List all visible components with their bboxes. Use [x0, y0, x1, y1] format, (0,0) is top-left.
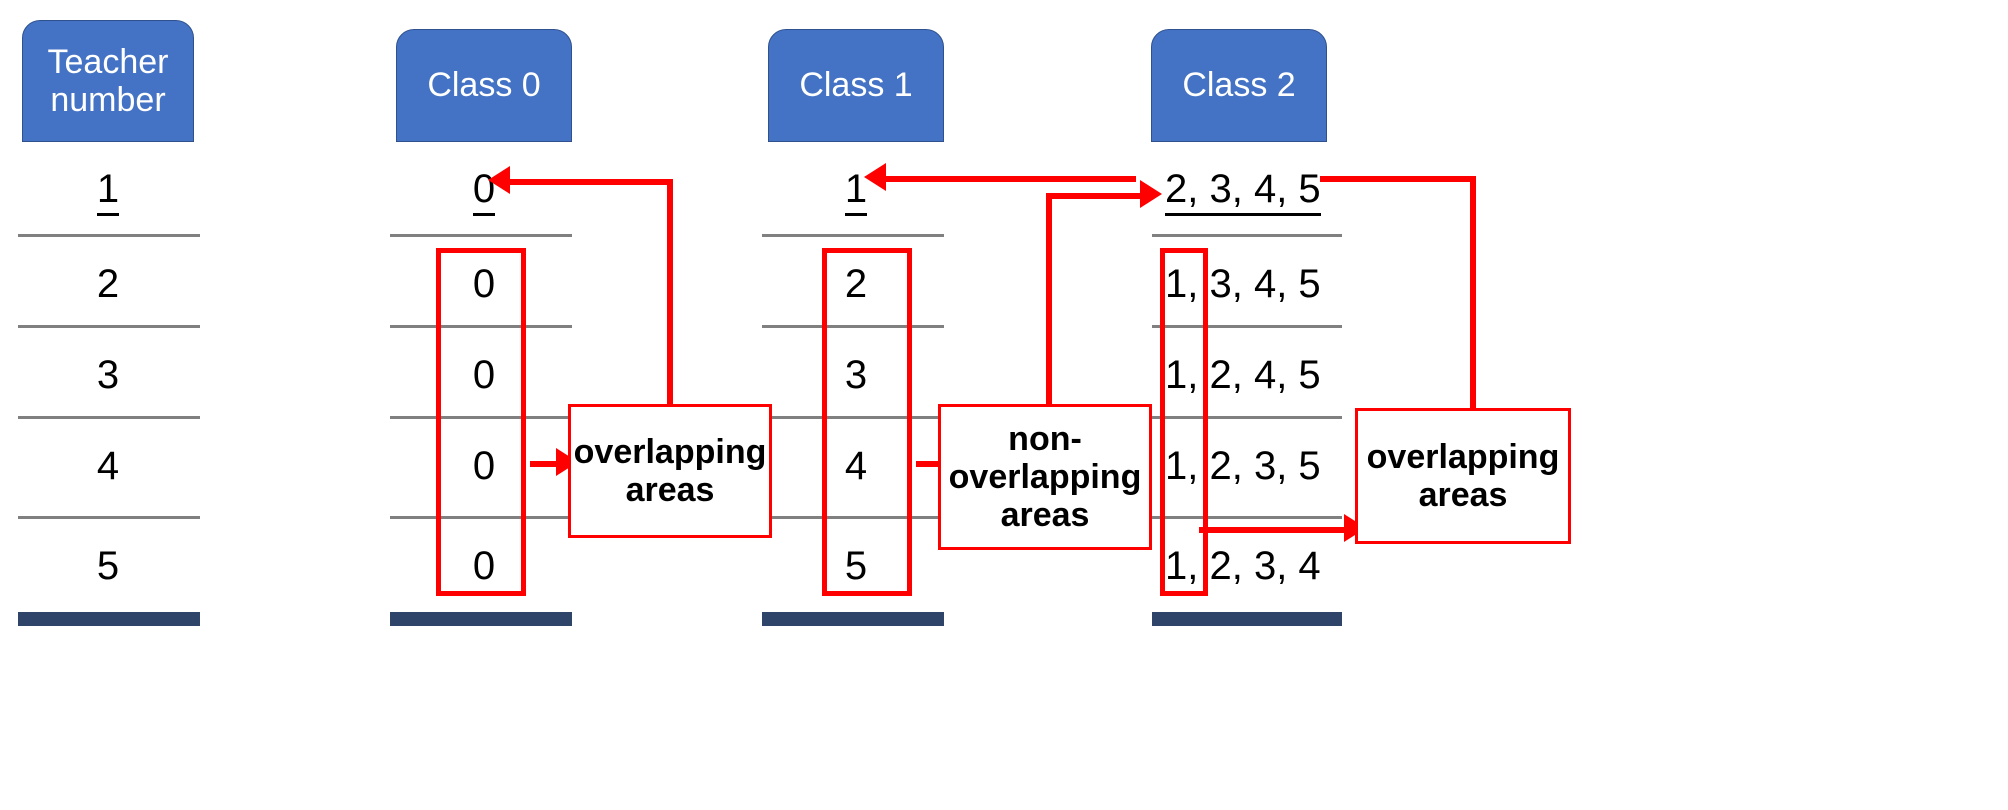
cell-value: 5 — [96, 543, 120, 588]
annotation-line-1: overlapping — [573, 432, 767, 471]
table-cell-teacher-5: 5 — [22, 530, 194, 602]
cell-value: 2, 3, 4, 5 — [1165, 167, 1321, 216]
row-divider — [390, 416, 572, 419]
table-cell-teacher-2: 2 — [22, 248, 194, 320]
header-label: Class 1 — [799, 66, 913, 105]
connector-nonoverlapping-up-vertical — [1046, 193, 1052, 405]
annotation-overlapping-left: overlapping areas — [568, 404, 772, 538]
column-bottom-bar-class1 — [762, 612, 944, 626]
arrow-to-class1-row1-icon — [864, 163, 886, 191]
table-cell-class2-row1: 2, 3, 4, 5 — [1165, 155, 1425, 227]
row-divider — [762, 234, 944, 237]
cell-value: 1, 3, 4, 5 — [1165, 261, 1321, 306]
table-cell-class0-row2: 0 — [398, 248, 570, 320]
column-header-teacher-number: Teacher number — [22, 20, 194, 142]
row-divider — [762, 516, 944, 519]
column-bottom-bar-class2 — [1152, 612, 1342, 626]
connector-class0-to-overlapping — [530, 461, 558, 467]
header-label: Class 2 — [1182, 66, 1296, 105]
annotation-line-1: non- — [1008, 419, 1082, 458]
row-divider — [390, 516, 572, 519]
connector-overlapping-right-up-vertical — [1470, 176, 1476, 410]
cell-value: 1 — [96, 167, 120, 216]
cell-value: 1, 2, 3, 4 — [1165, 543, 1321, 588]
table-cell-class0-row1: 0 — [398, 155, 570, 227]
table-cell-class1-row2: 2 — [770, 248, 942, 320]
row-divider — [18, 516, 200, 519]
table-cell-class1-row4: 4 — [770, 430, 942, 502]
table-cell-class0-row4: 0 — [398, 430, 570, 502]
annotation-non-overlapping: non- overlapping areas — [938, 404, 1152, 550]
cell-value: 0 — [472, 261, 496, 306]
cell-value: 0 — [472, 443, 496, 488]
table-cell-teacher-1: 1 — [22, 155, 194, 227]
cell-value: 1 — [844, 167, 868, 216]
annotation-line-3: areas — [1000, 496, 1090, 535]
row-divider — [762, 416, 944, 419]
column-bottom-bar-class0 — [390, 612, 572, 626]
cell-value: 2 — [844, 261, 868, 306]
row-divider — [1152, 416, 1342, 419]
arrow-to-class0-row1-icon — [488, 166, 510, 194]
header-line-1: Teacher — [47, 42, 169, 81]
connector-nonoverlapping-to-class2-horizontal — [1046, 193, 1145, 199]
column-header-class-1: Class 1 — [768, 29, 944, 142]
table-cell-class1-row5: 5 — [770, 530, 942, 602]
cell-value: 4 — [844, 443, 868, 488]
row-divider — [18, 416, 200, 419]
table-cell-teacher-3: 3 — [22, 339, 194, 411]
cell-value: 0 — [472, 543, 496, 588]
table-cell-class1-row1: 1 — [770, 155, 942, 227]
highlight-box-class1-values — [822, 248, 912, 596]
connector-overlapping-up-vertical — [667, 179, 673, 407]
table-cell-class0-row3: 0 — [398, 339, 570, 411]
row-divider — [1152, 234, 1342, 237]
highlight-box-class2-leading-one — [1160, 248, 1208, 596]
column-header-class-0: Class 0 — [396, 29, 572, 142]
row-divider — [390, 234, 572, 237]
cell-value: 5 — [844, 543, 868, 588]
connector-class2-to-overlapping-right — [1199, 527, 1347, 533]
cell-value: 4 — [96, 443, 120, 488]
cell-value: 1, 2, 4, 5 — [1165, 352, 1321, 397]
connector-overlapping-to-class0-horizontal — [508, 179, 673, 185]
annotation-line-2: overlapping — [948, 457, 1142, 496]
row-divider — [1152, 325, 1342, 328]
table-cell-class2-row4: 1, 2, 3, 5 — [1165, 430, 1425, 502]
cell-value: 0 — [472, 352, 496, 397]
cell-value: 3 — [844, 352, 868, 397]
table-cell-teacher-4: 4 — [22, 430, 194, 502]
connector-class1-to-nonoverlapping — [916, 461, 942, 467]
column-header-class-2: Class 2 — [1151, 29, 1327, 142]
connector-class2-to-class1-horizontal — [886, 176, 1136, 182]
table-cell-class2-row3: 1, 2, 4, 5 — [1165, 339, 1425, 411]
cell-value: 2 — [96, 261, 120, 306]
annotation-line-1: overlapping — [1366, 437, 1560, 476]
table-cell-class2-row2: 1, 3, 4, 5 — [1165, 248, 1425, 320]
connector-overlapping-right-horizontal — [1320, 176, 1476, 182]
row-divider — [18, 325, 200, 328]
annotation-line-2: areas — [1418, 476, 1508, 514]
header-line-2: number — [50, 81, 166, 119]
table-cell-class1-row3: 3 — [770, 339, 942, 411]
row-divider — [390, 325, 572, 328]
highlight-box-class0-zeros — [436, 248, 526, 596]
annotation-line-2: areas — [625, 471, 715, 509]
cell-value: 1, 2, 3, 5 — [1165, 443, 1321, 488]
row-divider — [18, 234, 200, 237]
header-label: Class 0 — [427, 66, 541, 105]
cell-value: 3 — [96, 352, 120, 397]
annotation-overlapping-right: overlapping areas — [1355, 408, 1571, 544]
column-bottom-bar-teacher — [18, 612, 200, 626]
table-cell-class2-row5: 1, 2, 3, 4 — [1165, 530, 1425, 602]
table-cell-class0-row5: 0 — [398, 530, 570, 602]
row-divider — [1152, 516, 1342, 519]
row-divider — [762, 325, 944, 328]
arrow-to-class2-row1-icon — [1140, 180, 1162, 208]
